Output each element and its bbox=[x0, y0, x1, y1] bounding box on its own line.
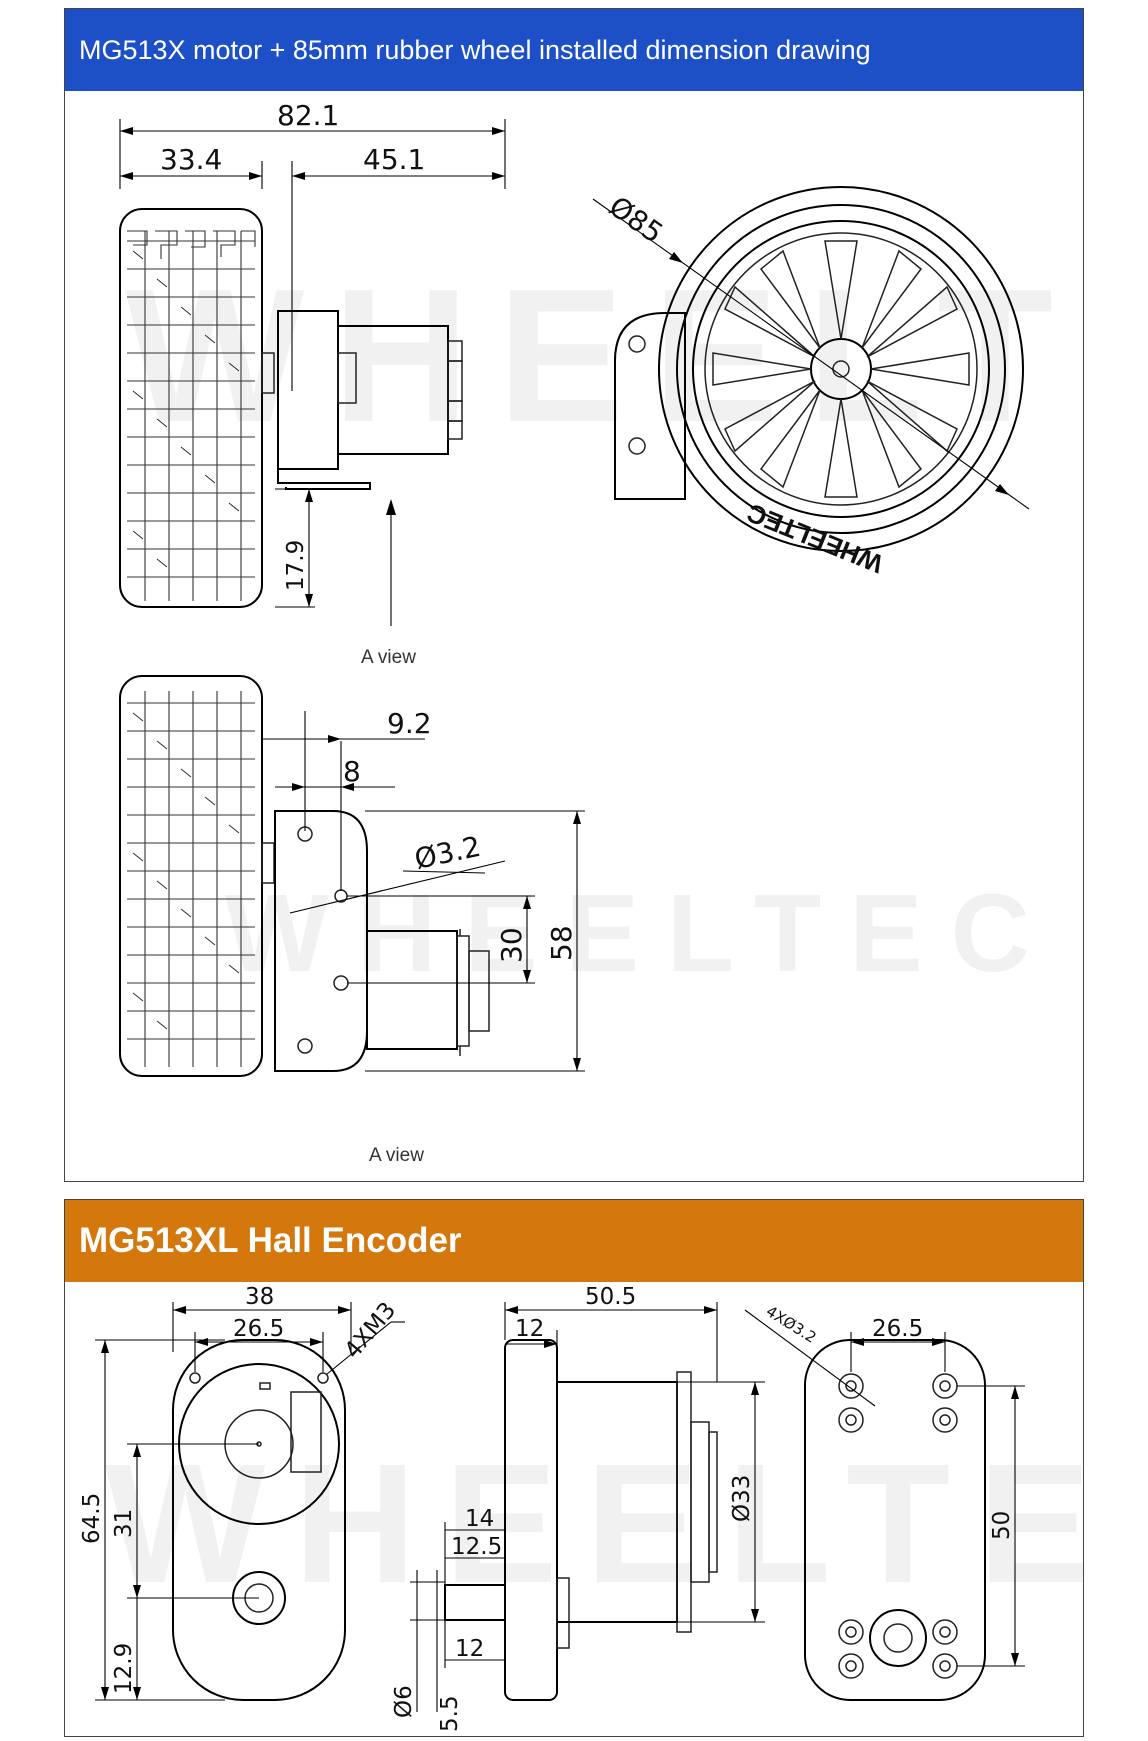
svg-text:Ø33: Ø33 bbox=[729, 1475, 755, 1522]
dim-rear-hole-height: 50 bbox=[957, 1385, 1025, 1667]
svg-text:31: 31 bbox=[111, 1509, 137, 1538]
svg-text:58: 58 bbox=[545, 925, 578, 961]
dim-center-height: 31 bbox=[111, 1443, 259, 1599]
svg-text:14: 14 bbox=[465, 1506, 494, 1532]
svg-text:12: 12 bbox=[455, 1636, 484, 1662]
dim-bracket-height: 17.9 bbox=[275, 488, 315, 608]
encoder-rear-view bbox=[804, 1339, 986, 1701]
view-arrow-a bbox=[386, 499, 396, 626]
wheel-side-view-2 bbox=[119, 675, 275, 1077]
dim-shaft-height: 12.9 bbox=[111, 1598, 141, 1700]
svg-text:4XØ3.2: 4XØ3.2 bbox=[763, 1302, 820, 1347]
svg-text:38: 38 bbox=[245, 1284, 274, 1310]
svg-text:50: 50 bbox=[989, 1511, 1015, 1540]
wheel-dimension-drawing: WHEELTEC WHEELTEC 82.1 33.4 45.1 bbox=[119, 99, 1083, 1166]
dim-housing-width: 38 bbox=[172, 1284, 352, 1352]
svg-text:17.9: 17.9 bbox=[283, 540, 309, 591]
dim-hole-offsets: 9.2 8 bbox=[262, 707, 432, 891]
watermark-top: WHEELTEC bbox=[125, 250, 1083, 462]
svg-text:5.5: 5.5 bbox=[437, 1695, 463, 1732]
svg-text:4XM3: 4XM3 bbox=[340, 1297, 402, 1363]
encoder-panel-title: MG513XL Hall Encoder bbox=[65, 1200, 1083, 1282]
dim-housing-height: 64.5 bbox=[79, 1339, 225, 1701]
dim-shaft-diameter: Ø6 5.5 bbox=[391, 1570, 463, 1732]
svg-text:26.5: 26.5 bbox=[872, 1316, 923, 1342]
dim-total-length: 50.5 bbox=[504, 1284, 718, 1382]
svg-text:50.5: 50.5 bbox=[585, 1284, 636, 1310]
svg-text:12.9: 12.9 bbox=[111, 1643, 137, 1694]
svg-text:64.5: 64.5 bbox=[79, 1493, 105, 1544]
dim-bracket-length: 58 bbox=[365, 810, 585, 1072]
svg-text:33.4: 33.4 bbox=[160, 143, 222, 176]
dim-shaft-lengths: 14 12.5 12 bbox=[444, 1506, 506, 1668]
svg-text:12.5: 12.5 bbox=[451, 1534, 502, 1560]
wheel-panel-title: MG513X motor + 85mm rubber wheel install… bbox=[65, 9, 1083, 91]
wheel-brand-text: WHEELTEC bbox=[742, 497, 887, 579]
encoder-dimension-drawing: WHEELTEC 38 26.5 bbox=[79, 1284, 1083, 1732]
view-caption-2: A view bbox=[369, 1145, 424, 1166]
encoder-dimension-panel: MG513XL Hall Encoder WHEELTEC 38 bbox=[64, 1199, 1084, 1737]
wheel-dimension-panel: MG513X motor + 85mm rubber wheel install… bbox=[64, 8, 1084, 1182]
tread-pattern bbox=[127, 231, 255, 601]
dim-hole-spacing: 30 bbox=[347, 895, 535, 984]
dim-gearbox-length: 12 bbox=[505, 1316, 558, 1382]
view-caption-1: A view bbox=[361, 647, 416, 668]
encoder-side-view bbox=[444, 1339, 718, 1701]
svg-text:9.2: 9.2 bbox=[387, 707, 432, 740]
wheel-side-view bbox=[119, 208, 275, 608]
dim-wheel-width: 33.4 bbox=[120, 143, 263, 189]
svg-text:8: 8 bbox=[343, 755, 361, 788]
svg-text:30: 30 bbox=[495, 927, 528, 963]
dim-rear-hole-span: 26.5 bbox=[850, 1316, 946, 1372]
watermark-mid: WHEELTEC bbox=[225, 872, 1058, 995]
svg-text:Ø85: Ø85 bbox=[603, 190, 669, 250]
dim-rear-holes: 4XØ3.2 bbox=[744, 1302, 876, 1407]
dim-motor-length: 45.1 bbox=[291, 143, 505, 391]
svg-text:26.5: 26.5 bbox=[233, 1316, 284, 1342]
dim-motor-diameter: Ø33 bbox=[677, 1381, 765, 1623]
svg-text:45.1: 45.1 bbox=[363, 143, 425, 176]
svg-text:82.1: 82.1 bbox=[277, 99, 339, 132]
svg-text:12: 12 bbox=[515, 1316, 544, 1342]
svg-text:Ø6: Ø6 bbox=[391, 1685, 417, 1718]
bracket-front-view bbox=[274, 810, 490, 1072]
dim-overall-width: 82.1 bbox=[119, 99, 506, 189]
